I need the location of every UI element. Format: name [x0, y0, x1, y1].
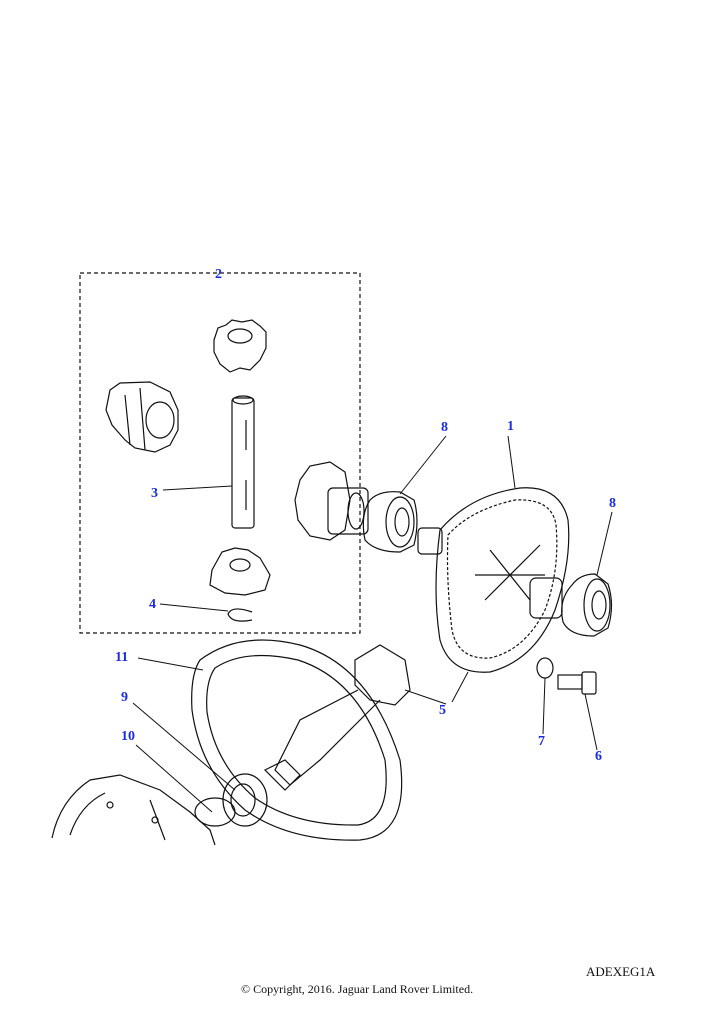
side-gear-splined [294, 461, 369, 541]
callout-1[interactable]: 1 [507, 419, 514, 434]
side-gear-bottom [209, 547, 271, 596]
callout-4[interactable]: 4 [149, 597, 156, 612]
differential-case-crown-wheel [417, 487, 570, 673]
bolt [557, 671, 597, 695]
pinion-gear-left [105, 381, 179, 453]
copyright-notice: © Copyright, 2016. Jaguar Land Rover Lim… [241, 982, 474, 996]
side-gear-top [213, 319, 267, 373]
callout-10[interactable]: 10 [121, 729, 135, 744]
washer [536, 657, 554, 679]
callout-5[interactable]: 5 [439, 703, 446, 718]
drawing-code: ADEXEG1A [586, 964, 656, 979]
callout-9[interactable]: 9 [121, 690, 128, 705]
kit-boundary-dashed-box [79, 272, 361, 634]
circlip [227, 608, 253, 622]
o-ring [194, 797, 236, 827]
callout-6[interactable]: 6 [595, 749, 602, 764]
oil-seal [222, 773, 268, 827]
callout-2[interactable]: 2 [215, 267, 222, 282]
callout-7[interactable]: 7 [538, 734, 545, 749]
axle-housing [51, 774, 216, 846]
pinion-shaft [263, 644, 411, 791]
callout-8-right[interactable]: 8 [609, 496, 616, 511]
callout-8-left[interactable]: 8 [441, 420, 448, 435]
bearing-left [362, 491, 418, 553]
gasket [191, 639, 403, 841]
bearing-right [561, 573, 613, 637]
leader-lines [132, 435, 613, 813]
cross-shaft [231, 395, 255, 529]
callout-11[interactable]: 11 [115, 650, 129, 665]
callout-3[interactable]: 3 [151, 486, 158, 501]
